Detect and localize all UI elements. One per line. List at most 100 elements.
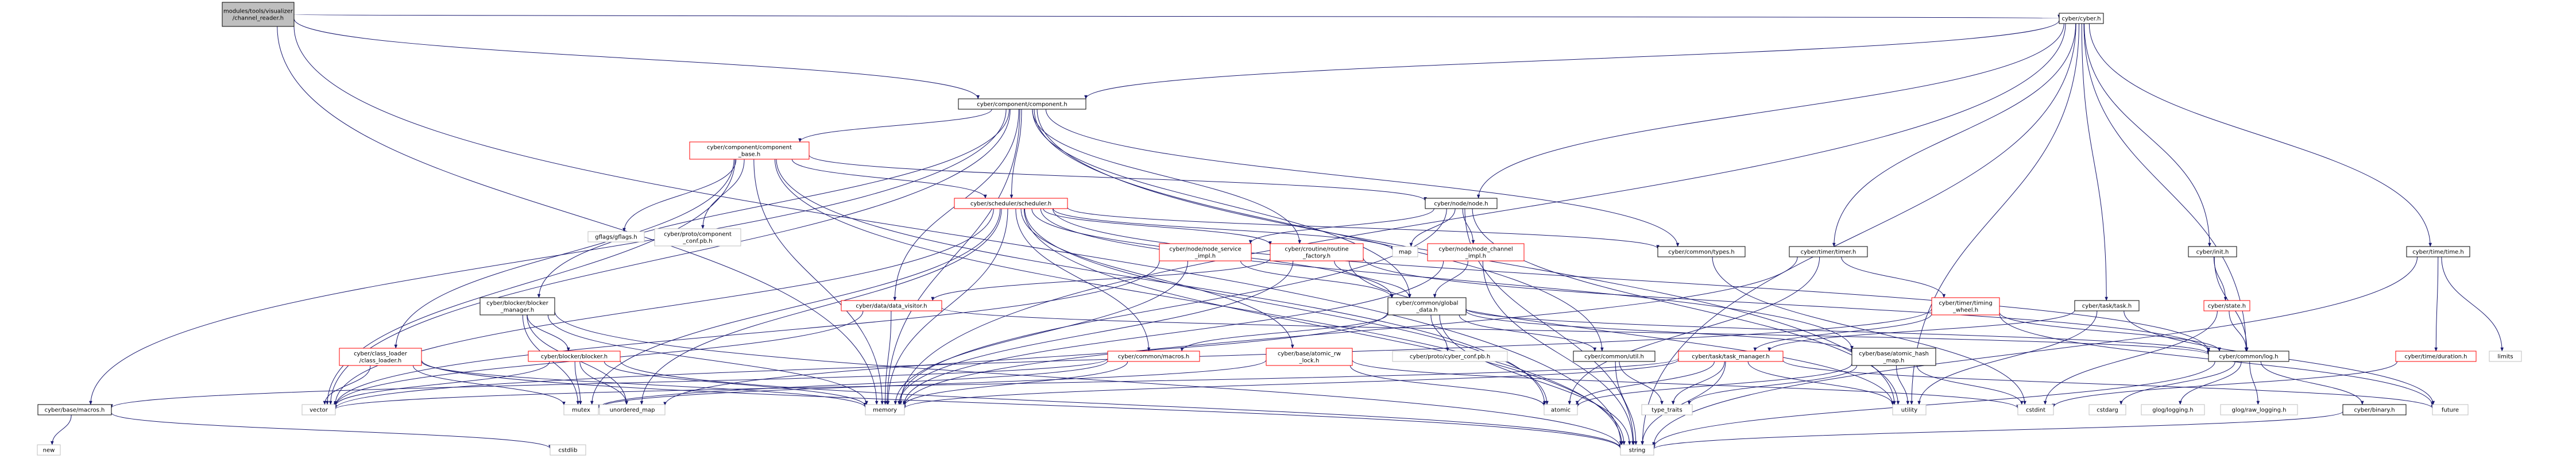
edge-data_visitor-to-memory	[883, 310, 892, 405]
node-label: gflags/gflags.h	[595, 234, 637, 241]
edge-blocker-to-vector	[334, 361, 550, 407]
node-util[interactable]: cyber/common/util.h	[1573, 351, 1656, 362]
node-component_base[interactable]: cyber/component/component_base.h	[689, 141, 810, 160]
node-routine_factory[interactable]: cyber/croutine/routine_factory.h	[1270, 243, 1364, 261]
node-component[interactable]: cyber/component/component.h	[958, 98, 1086, 110]
node-blocker_manager[interactable]: cyber/blocker/blocker_manager.h	[479, 297, 555, 315]
node-label: utility	[1901, 407, 1918, 414]
node-box	[654, 228, 741, 247]
edge-timer-to-atomic	[1568, 256, 1820, 405]
edge-task-to-utility	[1917, 310, 2098, 405]
edge-macros_common-to-base_macros	[110, 358, 1108, 409]
node-cstdlib: cstdlib	[550, 444, 586, 456]
node-binary[interactable]: cyber/binary.h	[2342, 404, 2407, 415]
node-component_conf: cyber/proto/component_conf.pb.h	[654, 228, 741, 247]
node-label: cyber/common/util.h	[1584, 354, 1644, 360]
edge-routine_factory-to-utility	[1349, 260, 1894, 406]
node-box	[841, 300, 942, 311]
node-box	[2220, 404, 2298, 415]
node-label: _data.h	[1415, 307, 1437, 314]
edge-time-to-string	[1652, 256, 2418, 447]
node-glog_raw: glog/raw_logging.h	[2220, 404, 2298, 415]
node-box	[1270, 243, 1364, 261]
edge-global_data-to-string	[1439, 314, 1631, 445]
node-base_macros[interactable]: cyber/base/macros.h	[37, 404, 112, 415]
node-box	[954, 198, 1068, 209]
node-label: modules/tools/visualizer	[223, 9, 293, 15]
edge-util-to-type_traits	[1619, 361, 1664, 405]
node-task[interactable]: cyber/task/task.h	[2074, 300, 2140, 311]
edge-atomic_hash_map-to-utility	[1896, 365, 1910, 405]
node-root[interactable]: modules/tools/visualizer/channel_reader.…	[222, 2, 295, 27]
edge-cyber_cyber-to-component	[1084, 20, 2060, 99]
node-label: cyber/node/node_service	[1169, 247, 1241, 253]
edge-scheduler-to-routine_factory	[1043, 208, 1272, 245]
node-log[interactable]: cyber/common/log.h	[2208, 351, 2289, 362]
node-label: _base.h	[738, 152, 760, 158]
edge-class_loader-to-mutex	[413, 365, 566, 406]
node-label: cyber/component/component	[707, 145, 792, 151]
edge-global_data-to-unordered_map	[663, 311, 1388, 406]
node-state[interactable]: cyber/state.h	[2203, 300, 2250, 311]
node-timing_wheel[interactable]: cyber/timer/timing_wheel.h	[1931, 297, 2000, 315]
node-global_data[interactable]: cyber/common/global_data.h	[1387, 297, 1467, 315]
node-atomic_hash_map[interactable]: cyber/base/atomic_hash_map.h	[1851, 348, 1936, 366]
edge-scheduler-to-macros_common	[1015, 208, 1151, 352]
node-class_loader[interactable]: cyber/class_loader/class_loader.h	[339, 348, 422, 366]
node-time[interactable]: cyber/time/time.h	[2406, 246, 2470, 257]
node-label: _conf.pb.h	[682, 238, 712, 245]
edge-scheduler-to-mutex	[590, 208, 1001, 405]
node-label: new	[43, 448, 55, 454]
node-task_manager[interactable]: cyber/task/task_manager.h	[1678, 351, 1784, 362]
node-box	[2395, 351, 2477, 362]
node-init[interactable]: cyber/init.h	[2188, 246, 2237, 257]
node-box	[958, 98, 1086, 110]
node-box	[1266, 348, 1353, 366]
edge-atomic_rw_lock-to-mutex	[597, 360, 1267, 409]
edge-atomic_rw_lock-to-atomic	[1349, 365, 1546, 407]
node-box	[528, 351, 621, 362]
edge-data_visitor-to-log	[941, 307, 2210, 356]
node-box	[1620, 444, 1654, 456]
node-node[interactable]: cyber/node/node.h	[1425, 198, 1498, 209]
node-box	[2342, 404, 2407, 415]
edge-node_channel_impl-to-string	[1482, 260, 1635, 445]
edge-init-to-state	[2213, 256, 2227, 301]
edge-state-to-log	[2229, 310, 2248, 352]
node-label: cyber/class_loader	[354, 351, 408, 357]
node-blocker[interactable]: cyber/blocker/blocker.h	[528, 351, 621, 362]
node-types[interactable]: cyber/common/types.h	[1657, 246, 1746, 257]
node-memory: memory	[865, 404, 905, 415]
node-macros_common[interactable]: cyber/common/macros.h	[1107, 351, 1200, 362]
node-vector: vector	[301, 404, 336, 415]
node-duration[interactable]: cyber/time/duration.h	[2395, 351, 2477, 362]
edge-cyber_cyber-to-timer	[1832, 23, 2076, 247]
edge-component_base-to-gflags	[622, 159, 737, 232]
node-label: _map.h	[1883, 358, 1905, 364]
node-timer[interactable]: cyber/timer/timer.h	[1789, 246, 1868, 257]
node-label: glog/logging.h	[2152, 407, 2194, 414]
node-atomic_rw_lock[interactable]: cyber/base/atomic_rw_lock.h	[1266, 348, 1353, 366]
node-box	[550, 444, 586, 456]
node-label: future	[2442, 407, 2459, 414]
edge-scheduler-to-atomic_hash_map	[1040, 208, 1854, 350]
edge-node_service_impl-to-global_data	[1240, 260, 1394, 298]
edge-global_data-to-cyber_conf	[1430, 314, 1449, 352]
node-box	[1931, 297, 2000, 315]
edge-task-to-task_manager	[1767, 310, 2075, 352]
node-scheduler[interactable]: cyber/scheduler/scheduler.h	[954, 198, 1068, 209]
edge-component-to-component_base	[798, 109, 992, 143]
node-new: new	[37, 444, 61, 456]
node-box	[37, 404, 112, 415]
node-node_service_impl[interactable]: cyber/node/node_service_impl.h	[1159, 243, 1252, 261]
node-utility: utility	[1892, 404, 1927, 415]
node-box	[222, 2, 295, 27]
edge-node-to-node_service_impl	[1248, 208, 1434, 244]
edge-base_macros-to-cstdlib	[111, 412, 552, 449]
node-data_visitor[interactable]: cyber/data/data_visitor.h	[841, 300, 942, 311]
edge-class_loader-to-string	[421, 360, 1622, 449]
node-cyber_cyber[interactable]: cyber/cyber.h	[2059, 13, 2104, 24]
node-node_channel_impl[interactable]: cyber/node/node_channel_impl.h	[1427, 243, 1525, 261]
edge-component-to-vector	[328, 109, 1011, 405]
edge-component-to-scheduler	[1009, 109, 1022, 199]
